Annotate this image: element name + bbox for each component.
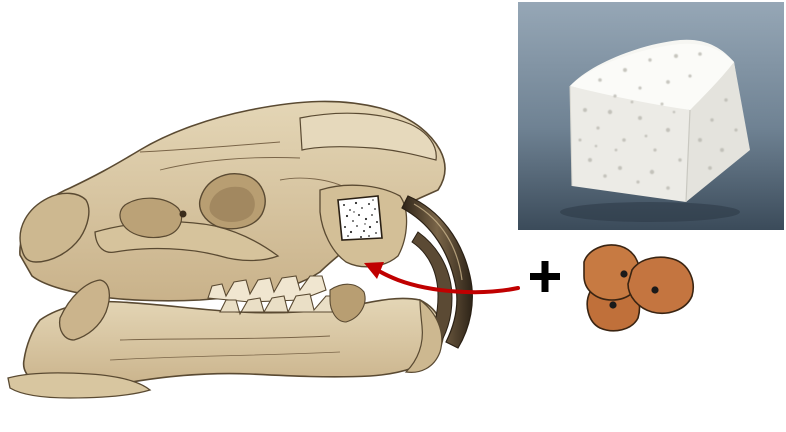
calvarial-defect-graft bbox=[338, 196, 382, 240]
plus-sign bbox=[530, 261, 560, 292]
nucleus bbox=[609, 301, 616, 308]
rat-skull-illustration bbox=[8, 101, 472, 398]
nucleus bbox=[620, 270, 627, 277]
cell-cluster bbox=[584, 245, 693, 331]
nucleus bbox=[651, 286, 658, 293]
porous-scaffold-photo bbox=[518, 2, 784, 230]
cell-right bbox=[628, 257, 693, 313]
foramen bbox=[180, 211, 187, 218]
